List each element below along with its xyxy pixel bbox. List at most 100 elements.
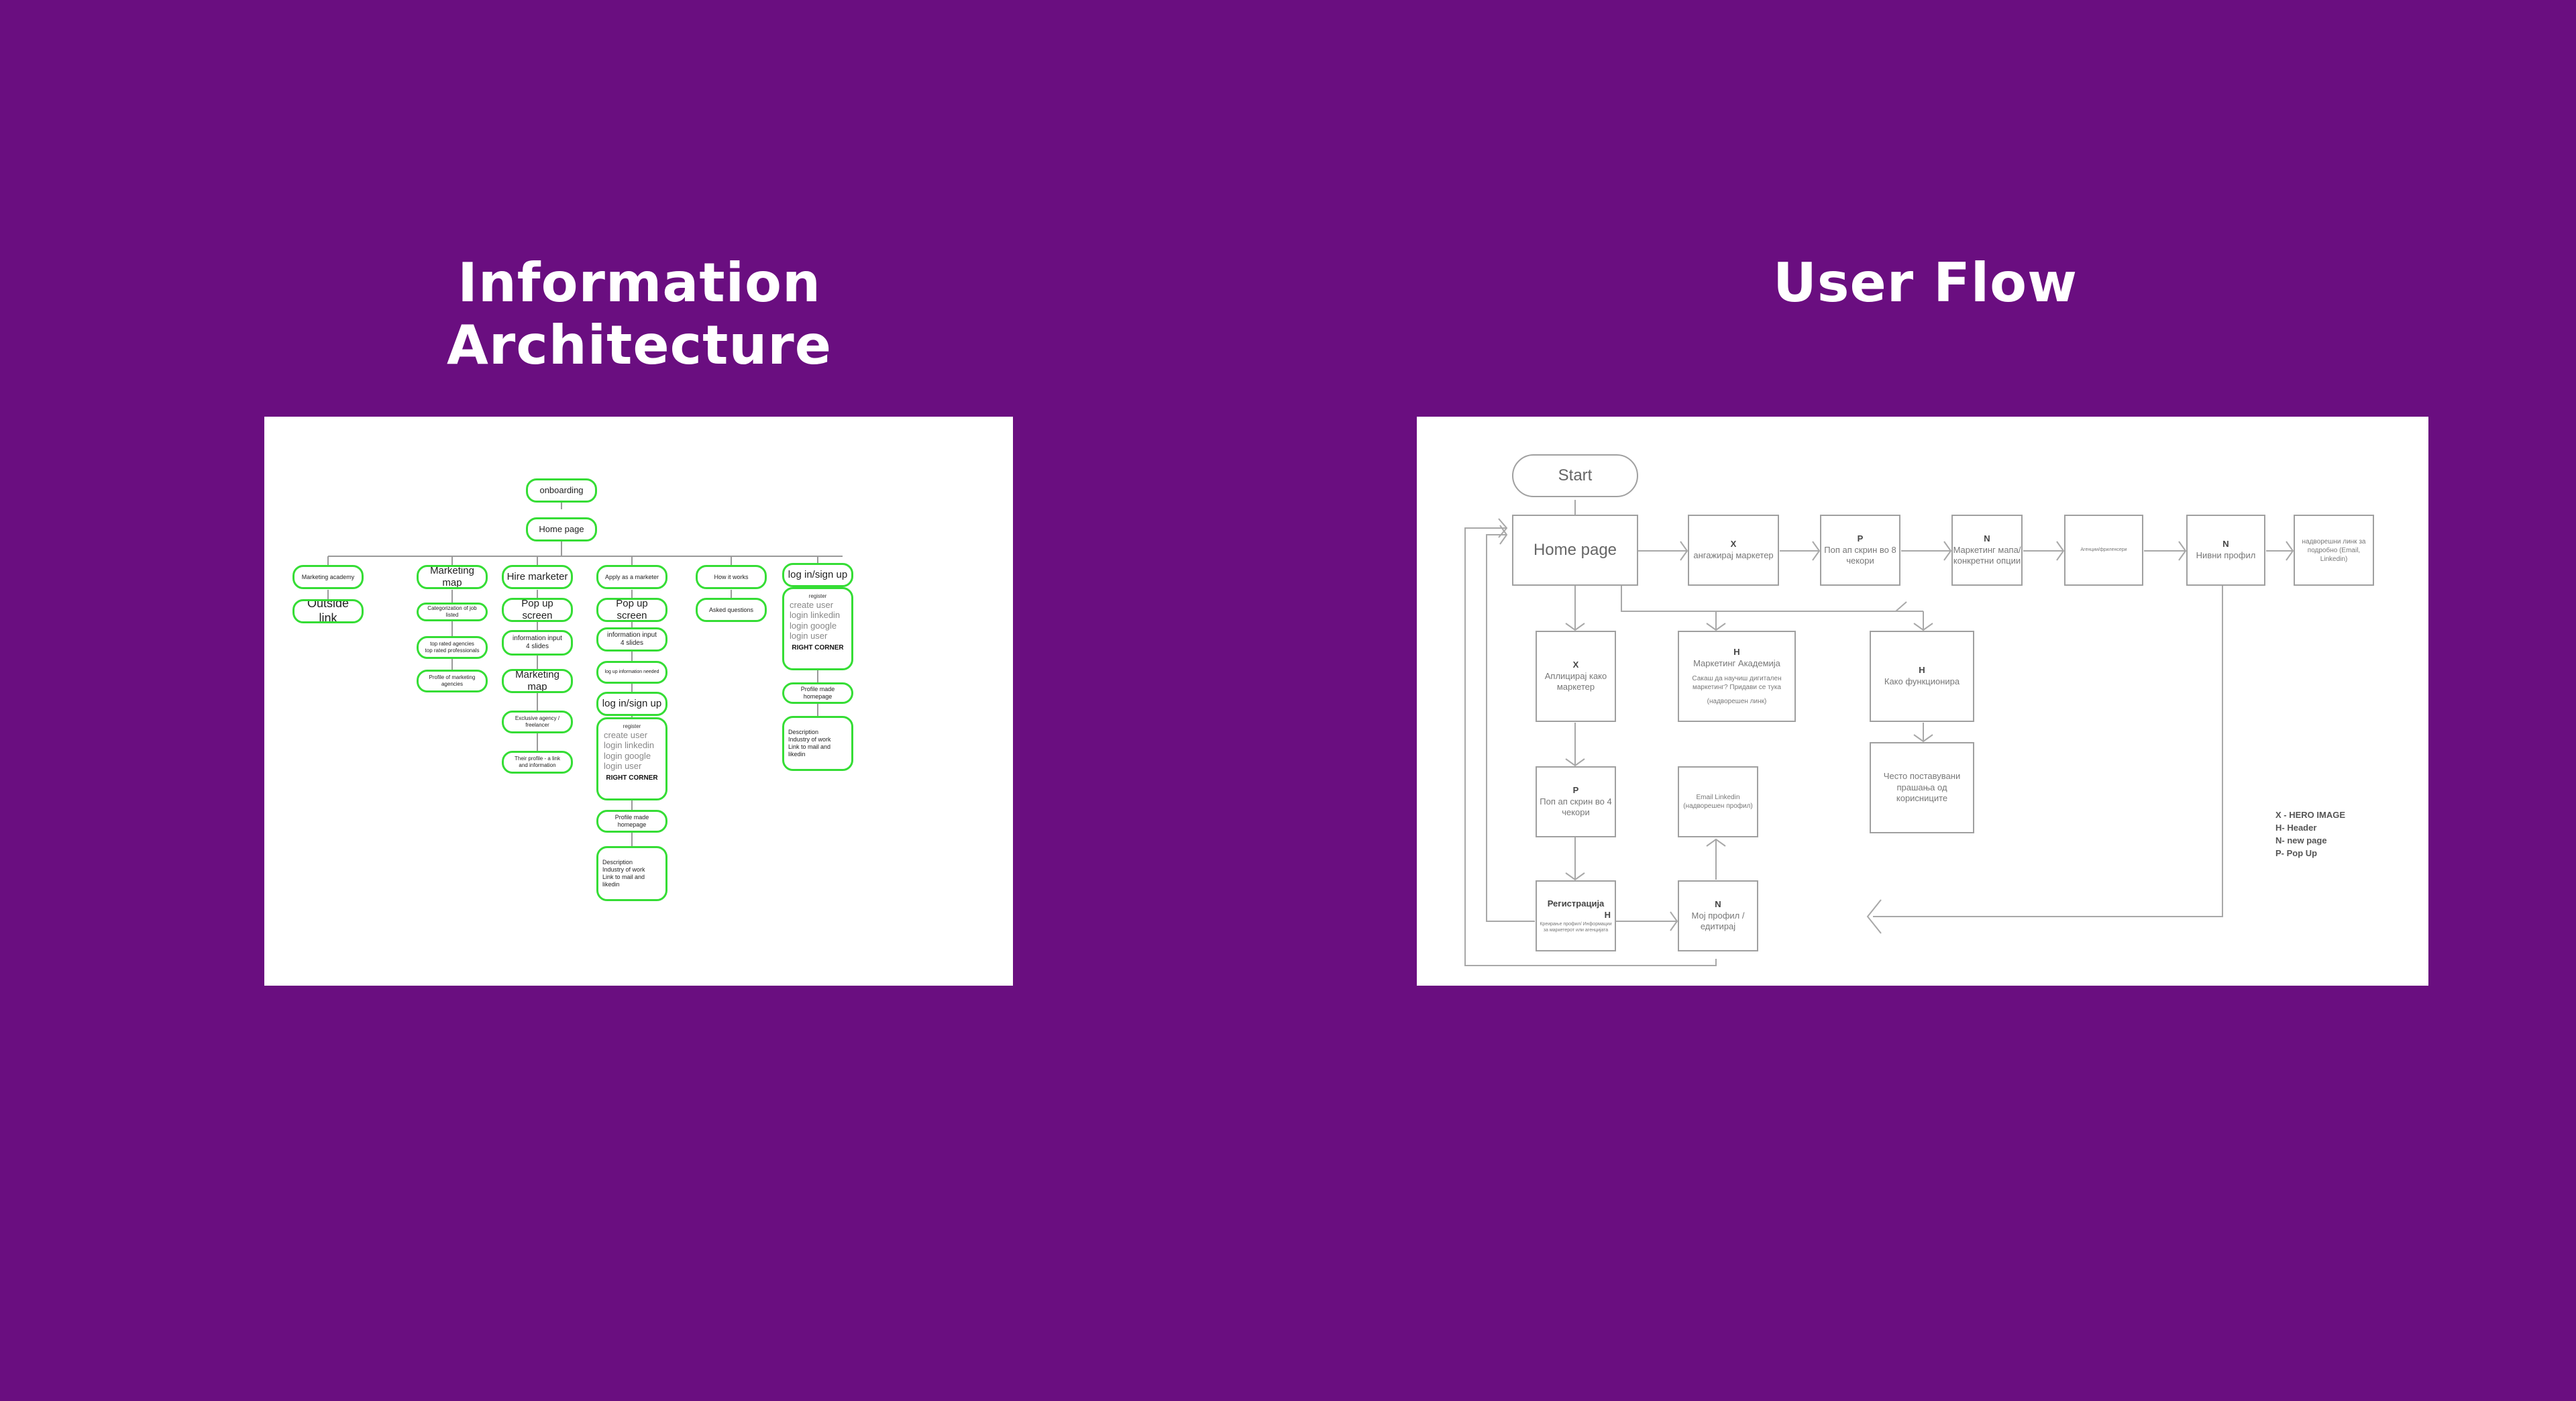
uf-popup4-label: Поп ап скрин во 4 чекори <box>1540 796 1612 818</box>
uf-home-label: Home page <box>1533 541 1617 560</box>
uf-myprofile-node: N Мој профил /едитирај <box>1678 880 1758 951</box>
uf-popup4-node: P Поп ап скрин во 4 чекори <box>1536 766 1616 837</box>
uf-tag: X <box>1572 659 1579 670</box>
desc-line: Industry of work <box>788 736 831 743</box>
ia-node-apply-marketer: Apply as a marketer <box>596 565 667 589</box>
uf-register-node: Регистрација H Креирање профил/ Информац… <box>1536 880 1616 951</box>
uf-diagram-panel: Start Home page X ангажирај маркетер P П… <box>1417 417 2428 986</box>
uf-academy-title: Маркетинг Академија <box>1693 658 1780 668</box>
uf-map-label: Маркетинг мапа/конкретни опции <box>1953 544 2021 566</box>
right-corner-label: RIGHT CORNER <box>606 774 658 782</box>
uf-connectors <box>1464 500 2294 966</box>
ia-node-exclusive-agency: Exclusive agency / freelancer <box>502 711 573 733</box>
ia-node-login-signup: log in/sign up <box>782 563 853 587</box>
uf-tag: H <box>1733 646 1740 657</box>
ia-node-description: Description Industry of work Link to mai… <box>782 716 853 771</box>
ia-diagram-panel: onboarding Home page Marketing academy O… <box>264 417 1013 986</box>
uf-agencies-node: Агенции/фриленсери <box>2064 515 2143 586</box>
uf-register-text: Креирање профил/ Информации за маркетеро… <box>1540 921 1612 933</box>
uf-faq-node: Често поставувани прашања од корисниците <box>1870 742 1974 833</box>
ia-node-top-rated: top rated agencies top rated professiona… <box>417 636 488 659</box>
legend-item: H- Header <box>2275 822 2317 833</box>
desc-line: Link to mail and likedin <box>788 743 831 758</box>
legend-item: X - HERO IMAGE <box>2275 810 2346 820</box>
uf-tag: X <box>1730 539 1737 550</box>
ia-node-asked-questions: Asked questions <box>696 598 767 622</box>
desc-line: Description <box>602 859 633 866</box>
uf-academy-node: H Маркетинг Академија Сакаш да научиш ди… <box>1678 631 1796 722</box>
ia-node-job-categorization: Categorization of job listed <box>417 603 488 621</box>
uf-tag: H <box>1919 665 1925 676</box>
uf-legend: X - HERO IMAGE H- Header N- new page P- … <box>2275 809 2345 860</box>
uf-tag: N <box>2222 539 2229 550</box>
ia-node-info-input-hire: information input 4 slides <box>502 630 573 656</box>
uf-faq-label: Често поставувани прашања од корисниците <box>1883 770 1961 804</box>
list-item: login user <box>790 631 828 641</box>
uf-home-node: Home page <box>1512 515 1638 586</box>
ia-node-login-apply: log in/sign up <box>596 692 667 716</box>
uf-start-node: Start <box>1512 454 1638 497</box>
uf-heading: User Flow <box>1772 252 2078 314</box>
desc-line: Link to mail and likedin <box>602 874 645 888</box>
uf-myprofile-label: Мој профил /едитирај <box>1691 910 1745 932</box>
uf-tag: P <box>1572 784 1579 795</box>
uf-tag: H <box>1604 909 1611 920</box>
ia-node-logup-info: log up information needed <box>596 661 667 684</box>
list-item: login linkedin <box>604 740 655 751</box>
uf-tag: N <box>1715 898 1721 909</box>
list-item: create user <box>604 729 648 740</box>
ia-node-outside-link: Outside link <box>292 599 364 623</box>
uf-register-title: Регистрација <box>1547 898 1605 909</box>
uf-tag: N <box>1984 533 1990 543</box>
ia-node-marketing-map-hire: Marketing map <box>502 669 573 693</box>
ia-node-register-list: register create user login linkedin logi… <box>782 587 853 670</box>
uf-how-node: H Како функционира <box>1870 631 1974 722</box>
ia-connectors <box>327 503 843 846</box>
uf-email-label: Email Linkedin (надворешен профил) <box>1683 794 1753 810</box>
uf-map-node: N Маркетинг мапа/конкретни опции <box>1951 515 2023 586</box>
ia-node-marketing-academy: Marketing academy <box>292 565 364 589</box>
uf-profile-label: Нивни профил <box>2196 550 2256 560</box>
list-item: login linkedin <box>790 610 841 621</box>
uf-apply-node: X Аплицирај како маркетер <box>1536 631 1616 722</box>
uf-links-label: надворешни линк за подробно (Email, Link… <box>2302 537 2366 563</box>
uf-agencies-label: Агенции/фриленсери <box>2080 548 2127 553</box>
uf-academy-link: (надворешен линк) <box>1707 698 1767 706</box>
uf-links-node: надворешни линк за подробно (Email, Link… <box>2294 515 2374 586</box>
ia-node-their-profile: Their profile - a link and information <box>502 751 573 774</box>
uf-start-label: Start <box>1558 466 1593 485</box>
desc-line: Industry of work <box>602 866 645 874</box>
ia-node-agency-profile: Profile of marketing agencies <box>417 670 488 692</box>
uf-hire-node: X ангажирај маркетер <box>1688 515 1779 586</box>
desc-line: Description <box>788 729 819 736</box>
register-label: register <box>808 593 827 599</box>
ia-node-hire-marketer: Hire marketer <box>502 565 573 589</box>
list-item: login google <box>790 620 837 631</box>
ia-node-description-apply: Description Industry of work Link to mai… <box>596 846 667 901</box>
list-item: login google <box>604 750 651 761</box>
uf-apply-label: Аплицирај како маркетер <box>1544 670 1607 692</box>
ia-node-register-list-apply: register create user login linkedin logi… <box>596 717 667 800</box>
ia-node-info-input-apply: information input 4 slides <box>596 627 667 652</box>
ia-node-marketing-map: Marketing map <box>417 565 488 589</box>
ia-heading: Information Architecture <box>447 252 832 376</box>
uf-email-node: Email Linkedin (надворешен профил) <box>1678 766 1758 837</box>
uf-popup8-node: P Поп ап скрин во 8 чекори <box>1820 515 1900 586</box>
list-item: login user <box>604 761 642 772</box>
uf-tag: P <box>1857 533 1864 543</box>
ia-node-onboarding: onboarding <box>526 478 597 503</box>
uf-hire-label: ангажирај маркетер <box>1693 550 1774 560</box>
ia-node-popup-apply: Pop up screen <box>596 598 667 622</box>
register-label: register <box>623 723 641 729</box>
ia-node-home-page: Home page <box>526 517 597 541</box>
ia-node-profile-homepage: Profile made homepage <box>782 682 853 704</box>
uf-academy-text: Сакаш да научиш дигитален маркетинг? При… <box>1692 675 1782 692</box>
legend-item: N- new page <box>2275 835 2327 845</box>
uf-profile-node: N Нивни профил <box>2186 515 2265 586</box>
right-corner-label: RIGHT CORNER <box>792 643 844 652</box>
list-item: create user <box>790 599 834 610</box>
uf-how-label: Како функционира <box>1884 676 1960 686</box>
ia-node-how-it-works: How it works <box>696 565 767 589</box>
ia-node-profile-homepage-apply: Profile made homepage <box>596 810 667 833</box>
ia-node-popup-hire: Pop up screen <box>502 598 573 622</box>
